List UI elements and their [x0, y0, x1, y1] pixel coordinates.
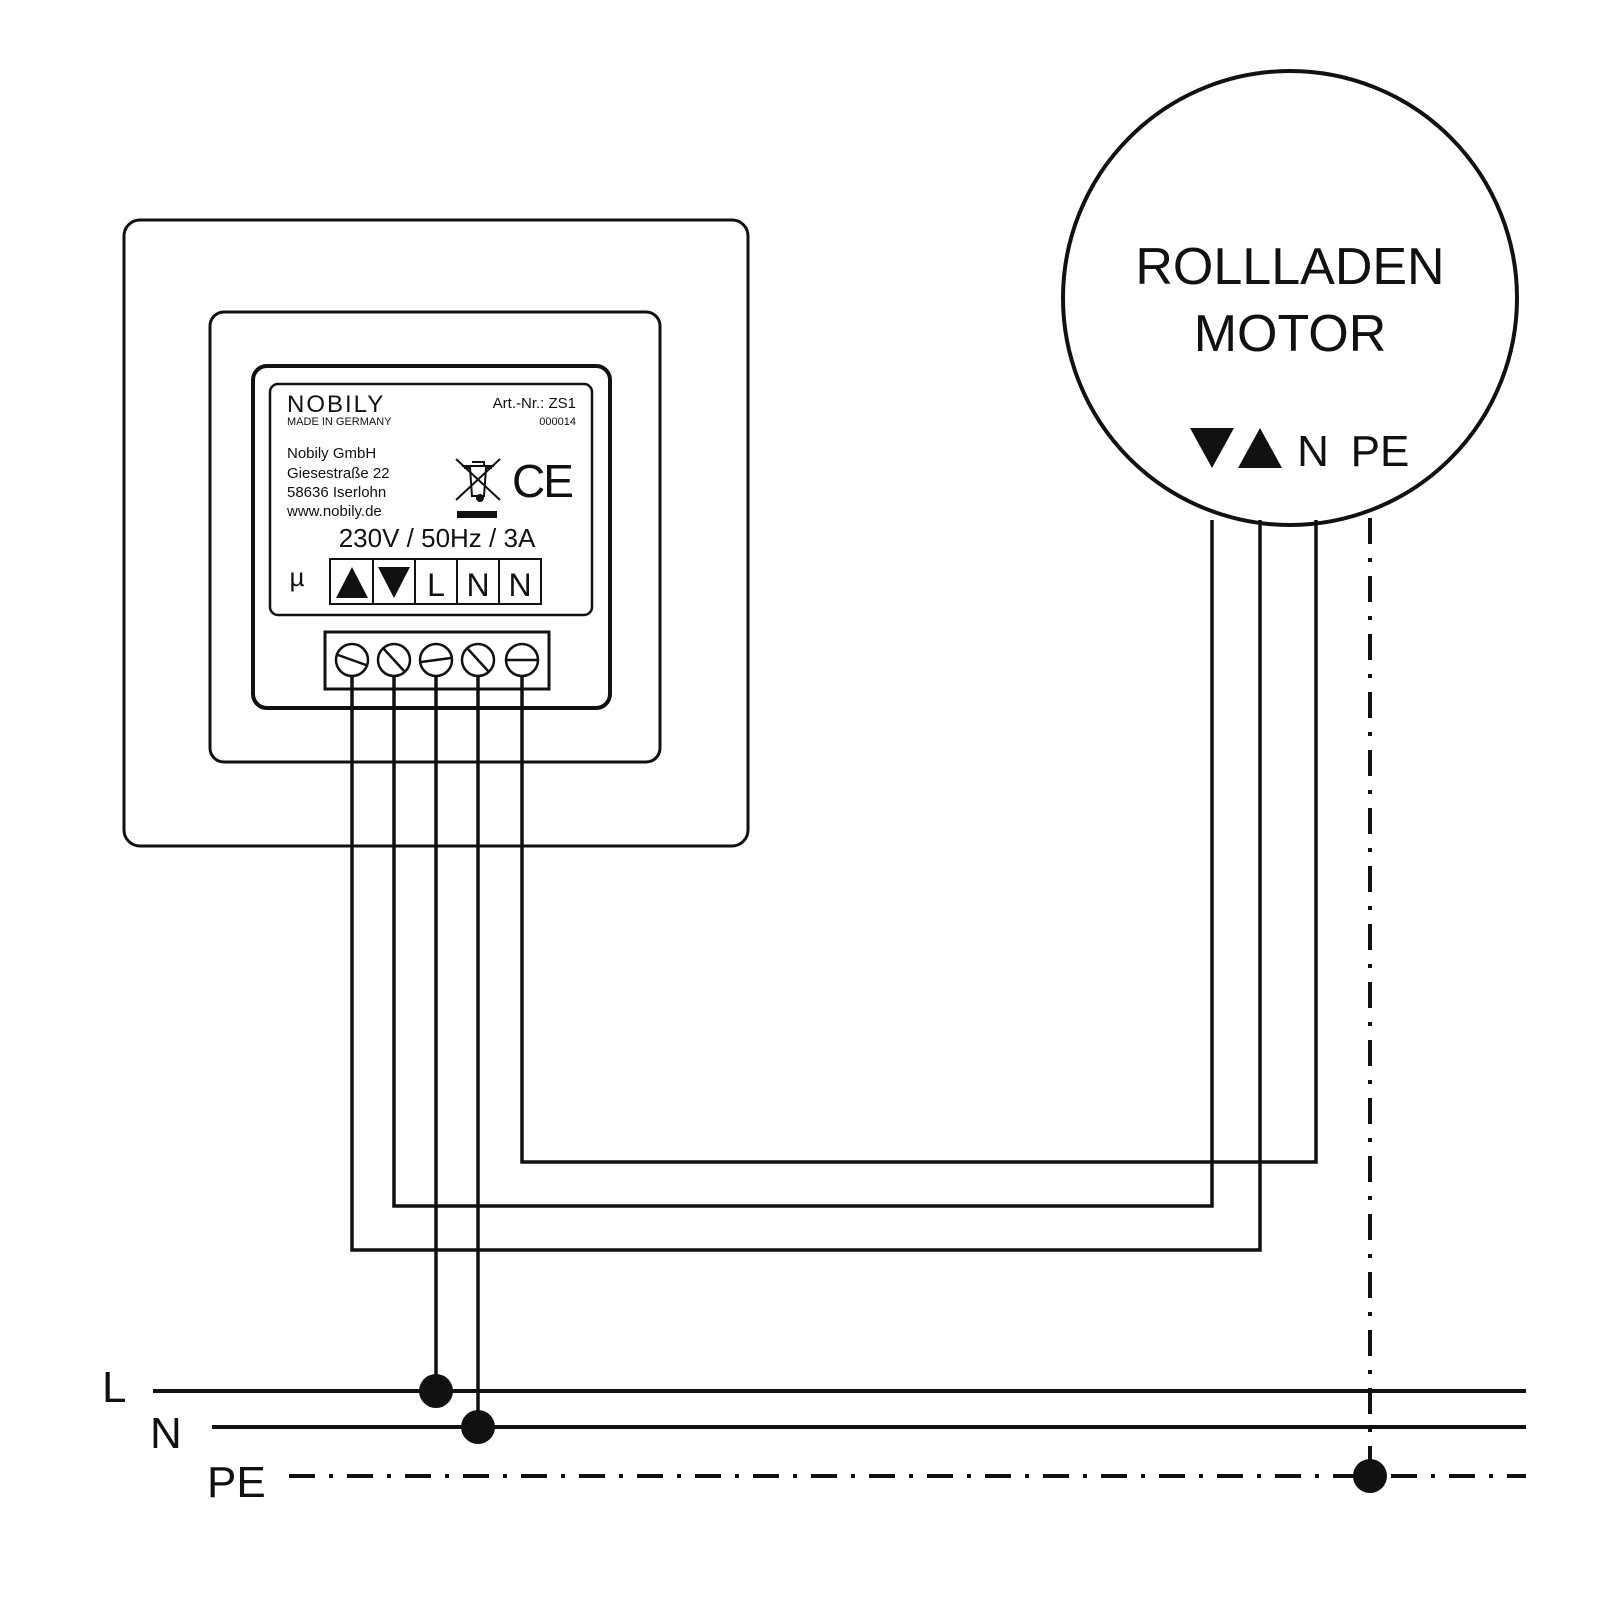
motor-title: MOTOR [1194, 305, 1387, 363]
terminal-label: N [466, 567, 489, 603]
mains-label-n: N [150, 1409, 182, 1458]
screw-icon [376, 642, 412, 678]
brand-logo: NOBILY [287, 391, 385, 418]
device-label-plate [268, 382, 594, 617]
weee-bin-icon [455, 458, 501, 502]
motor-title: ROLLLADEN [1135, 238, 1444, 296]
wire-down [392, 520, 1214, 1208]
screw-icon [418, 642, 454, 678]
terminal-label: N [508, 567, 531, 603]
down-triangle-icon [378, 567, 410, 598]
mains-label-pe: PE [207, 1458, 266, 1507]
micro-symbol: µ [290, 562, 305, 592]
wires [350, 520, 1318, 1427]
motor-terminal-label: PE [1351, 427, 1410, 476]
address-line: Giesestraße 22 [287, 465, 390, 482]
ce-mark: CE [512, 455, 572, 507]
address-line: 58636 Iserlohn [287, 484, 386, 501]
screw-icon [334, 642, 370, 678]
motor-circle [1061, 69, 1519, 527]
switch-insert [251, 364, 612, 710]
wire-up [350, 520, 1262, 1252]
screw-icon [460, 642, 496, 678]
serial-number: 000014 [539, 416, 576, 428]
terminal-label-row [329, 558, 542, 605]
rating-text: 230V / 50Hz / 3A [339, 523, 536, 553]
down-triangle-icon [1190, 428, 1234, 468]
screw-icon [504, 642, 540, 678]
address-line: www.nobily.de [286, 503, 382, 520]
junction-dot [461, 1410, 495, 1444]
terminal-label: L [427, 567, 445, 603]
junction-dot [419, 1374, 453, 1408]
up-triangle-icon [336, 567, 368, 598]
made-in-text: MADE IN GERMANY [287, 416, 392, 428]
article-number: Art.-Nr.: ZS1 [493, 395, 576, 412]
up-triangle-icon [1238, 428, 1282, 468]
weee-bar [457, 511, 497, 518]
junction-dot [1353, 1459, 1387, 1493]
mains-label-l: L [102, 1363, 126, 1412]
wire-n-motor [520, 520, 1318, 1164]
motor-terminal-label: N [1297, 427, 1329, 476]
address-line: Nobily GmbH [287, 445, 376, 462]
